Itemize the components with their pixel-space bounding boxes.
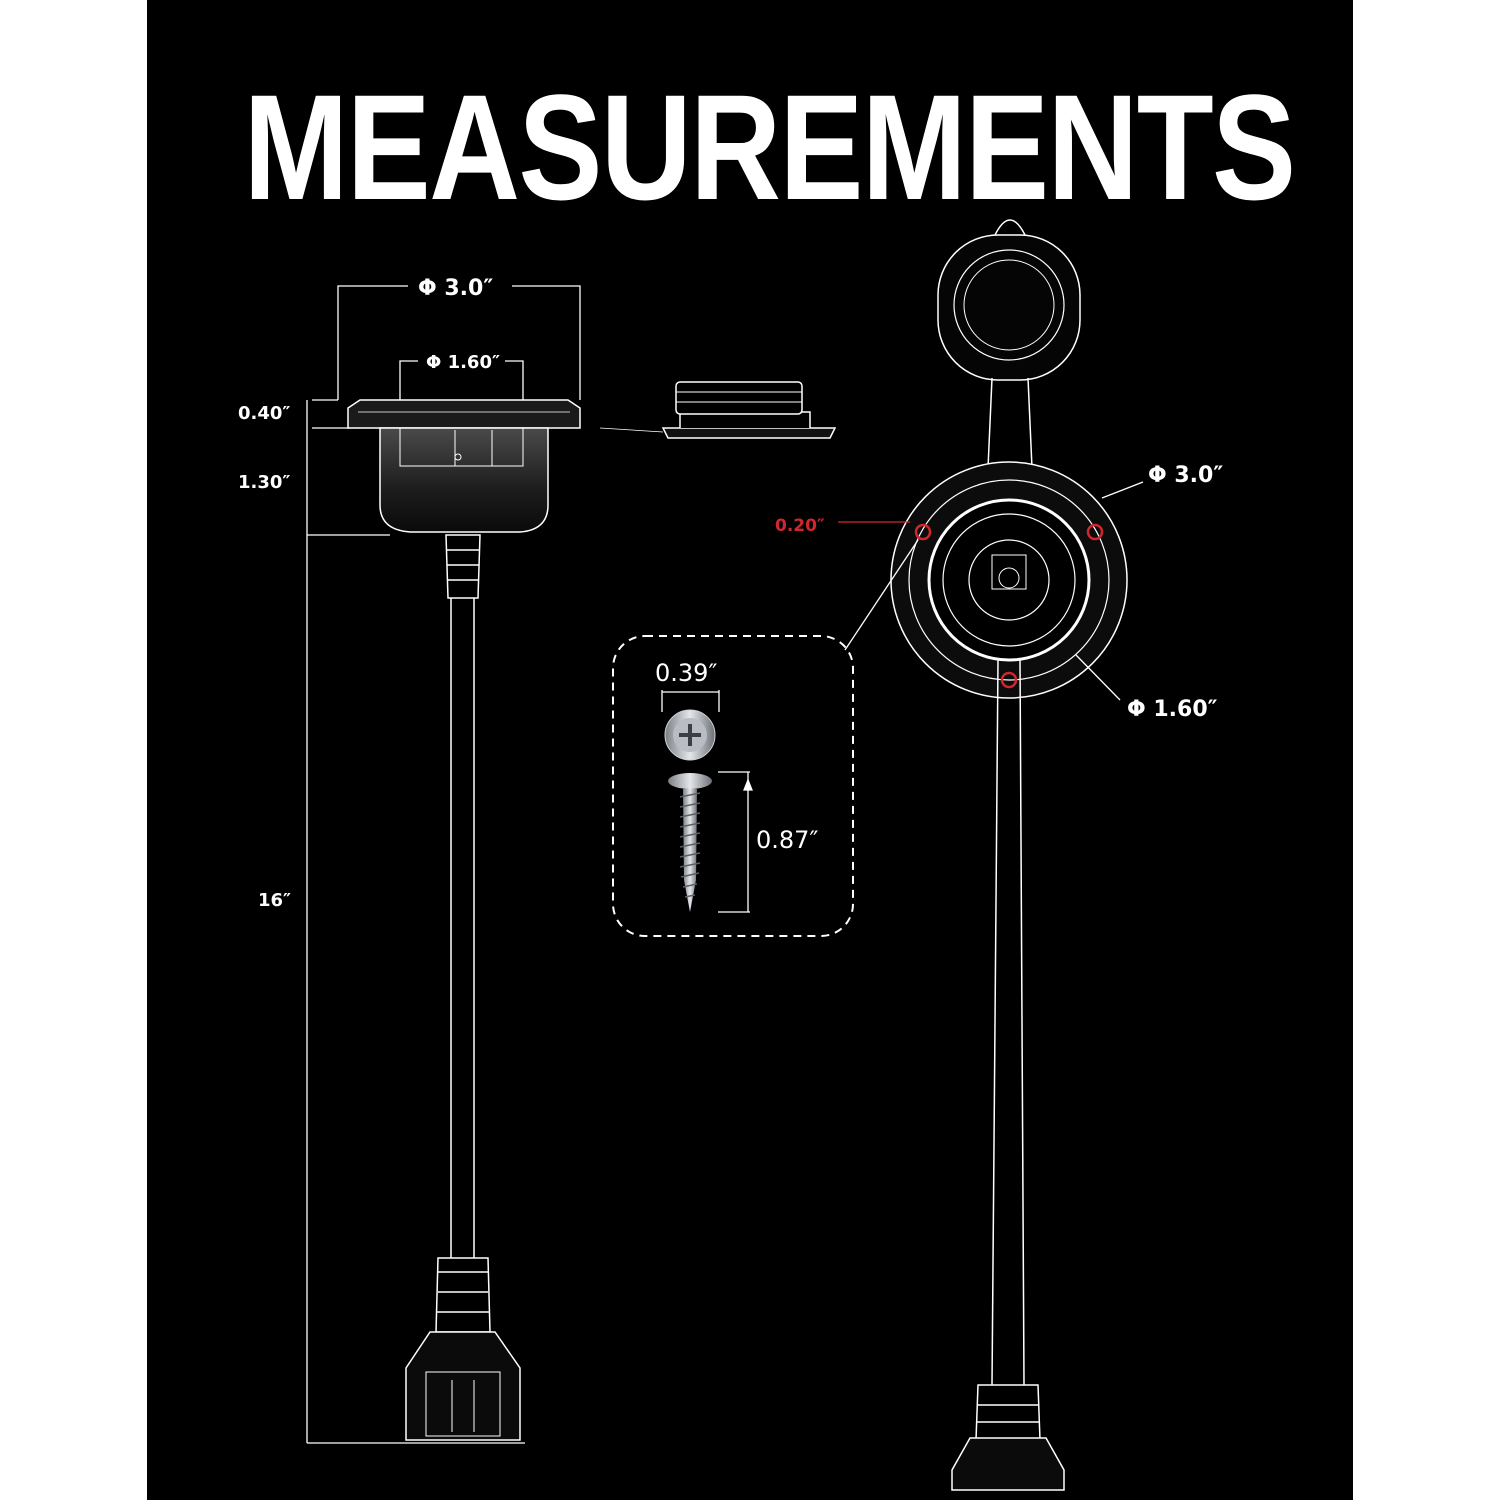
- front-inner-diameter-label: Φ 1.60″: [1127, 697, 1218, 722]
- screw-side-icon: [668, 773, 712, 912]
- background-panel: [147, 0, 1353, 1500]
- front-outer-diameter-label: Φ 3.0″: [1148, 463, 1224, 488]
- body-height-label: 1.30″: [238, 472, 291, 493]
- side-view-inlet: [347, 399, 581, 1441]
- side-outer-diameter-label: Φ 3.0″: [418, 276, 494, 301]
- cap-side-view: [599, 381, 837, 439]
- screw-head-width-label: 0.39″: [655, 659, 718, 687]
- screw-callout-box: [612, 635, 854, 937]
- screw-length-label: 0.87″: [756, 826, 819, 854]
- cable-length-label: 16″: [258, 890, 292, 911]
- side-view-dimension-lines: [306, 285, 581, 1444]
- flange-height-label: 0.40″: [238, 403, 291, 424]
- screw-hole-label: 0.20″: [775, 516, 825, 536]
- screw-hole-markers: [914, 523, 1104, 689]
- screw-dimension-lines: [661, 690, 753, 913]
- side-inner-diameter-label: Φ 1.60″: [426, 352, 501, 373]
- front-view-inlet: [890, 219, 1128, 1491]
- front-view-leader-lines: [844, 481, 1144, 701]
- page-title: MEASUREMENTS: [243, 63, 1296, 231]
- screw-head-icon: [664, 709, 716, 761]
